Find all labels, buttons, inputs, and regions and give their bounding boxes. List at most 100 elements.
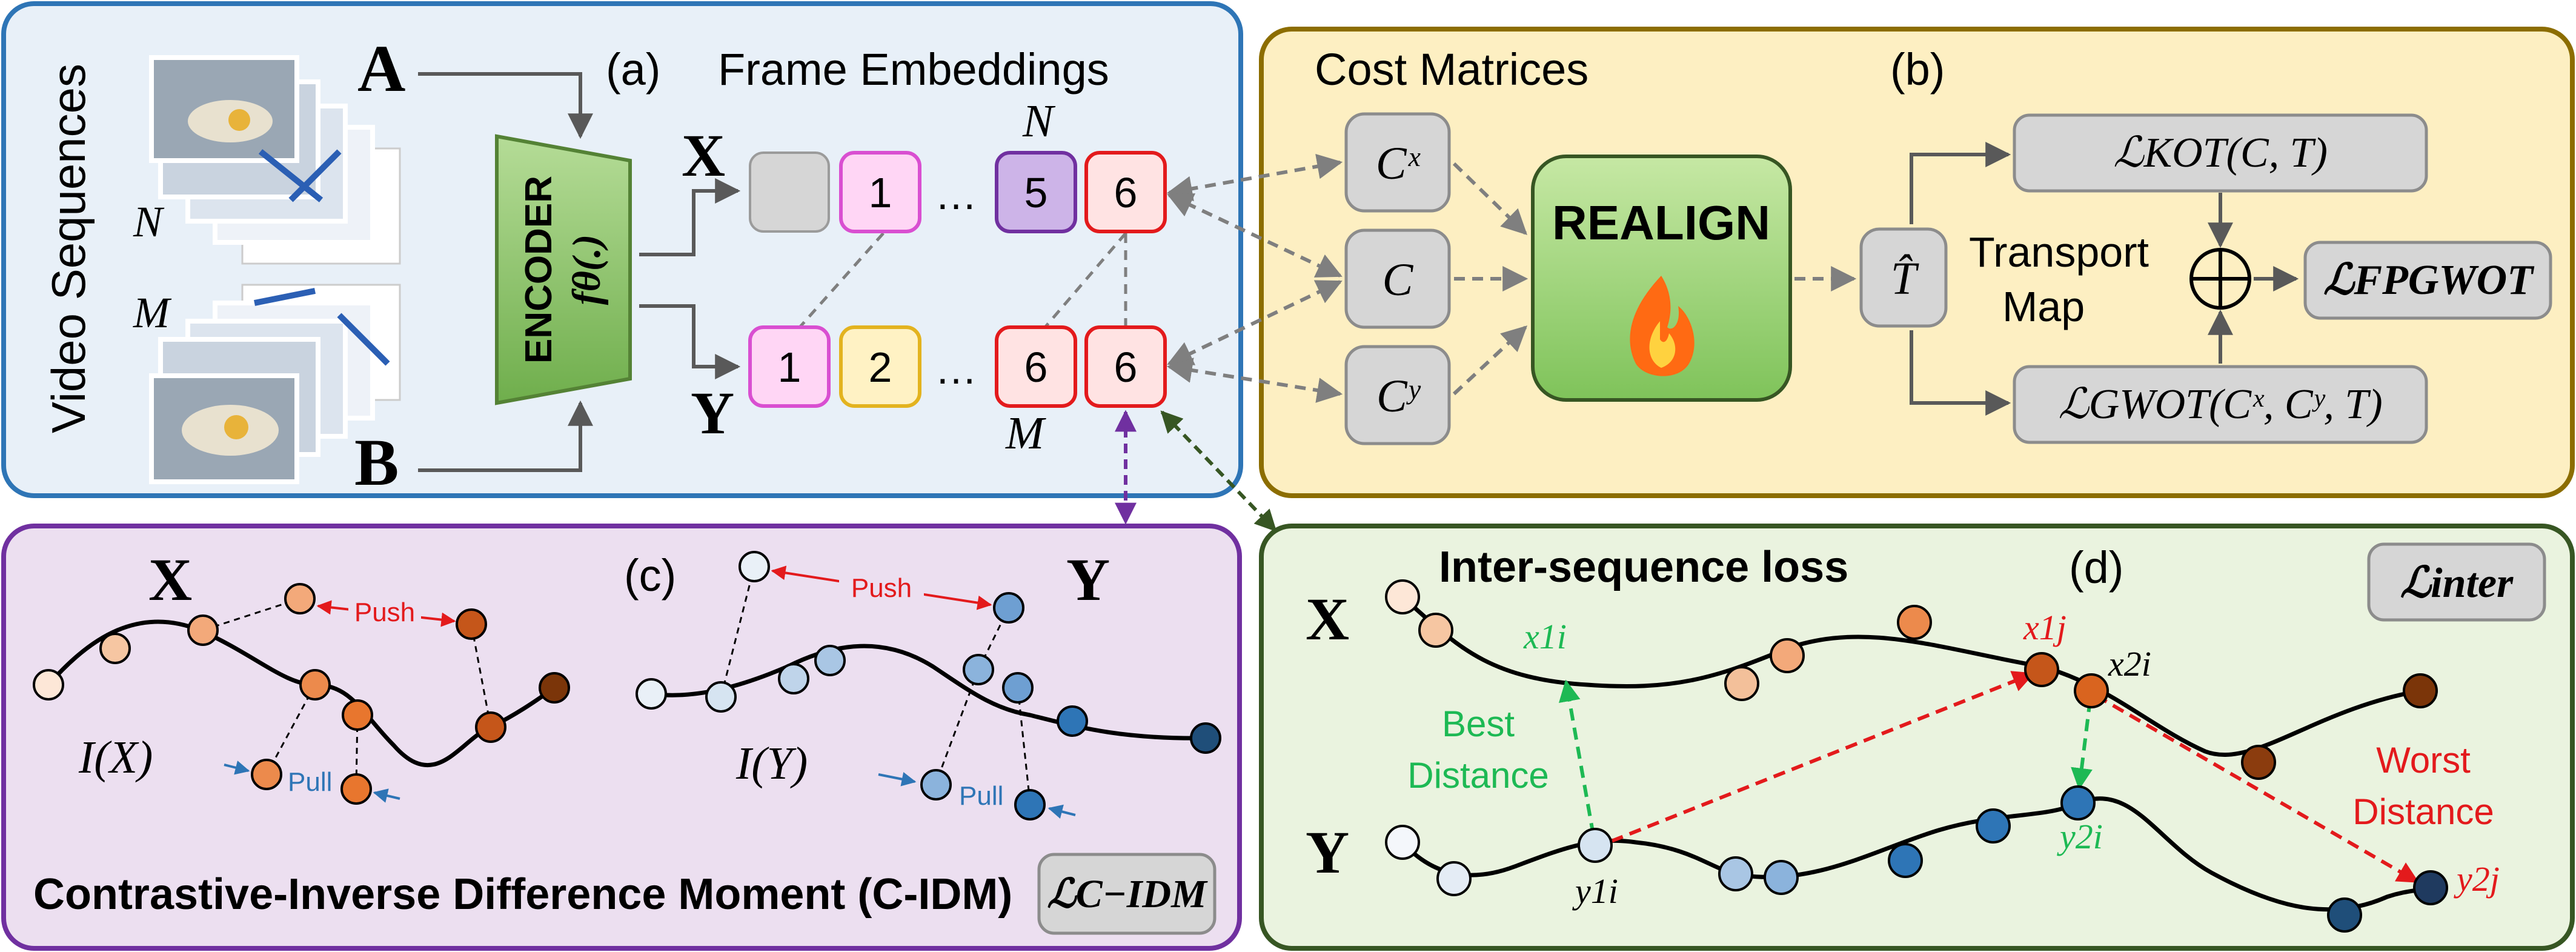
svg-text:6: 6 <box>1114 344 1138 391</box>
y-token-6b: 6 <box>1084 325 1167 408</box>
c-y-pull-right-arrow <box>1047 804 1076 819</box>
c-x-label: X <box>148 546 192 613</box>
c-y-push-label: Push <box>851 573 912 603</box>
y-token-2: 2 <box>839 325 921 408</box>
kot-loss-box: ℒKOT(C, T) <box>2013 113 2428 193</box>
c-idm-footer: Contrastive-Inverse Difference Moment (C… <box>33 870 1012 919</box>
svg-text:ℒKOT(C, T): ℒKOT(C, T) <box>2113 130 2328 176</box>
c-y-label: Y <box>1066 546 1110 613</box>
transport-label: Transport <box>1969 228 2149 276</box>
c-x-pull-left-arrow <box>224 761 250 775</box>
d-best-arrow-b <box>2071 699 2093 790</box>
count-n-label: N <box>133 198 165 246</box>
c-y-pull-left-arrow <box>878 771 917 787</box>
x-token-blank <box>749 151 830 233</box>
align-x6-y6a <box>1044 232 1127 328</box>
c-y-pull-label: Pull <box>959 781 1003 811</box>
arrow-encoder-to-y <box>639 304 741 379</box>
c-x-pull-right-arrow <box>373 788 400 803</box>
arrow-that-gwot <box>1910 330 2011 416</box>
svg-text:6: 6 <box>1024 344 1048 391</box>
realign-block: REALIGN <box>1531 155 1792 402</box>
x-ellipsis: … <box>935 171 977 218</box>
x-token-5: 5 <box>995 151 1077 233</box>
d-x-curve <box>1401 595 2421 757</box>
svg-text:1: 1 <box>778 344 802 391</box>
n-label: N <box>1022 96 1056 147</box>
d-worst-arrow-a <box>1610 671 2035 843</box>
y-token-1: 1 <box>748 325 831 408</box>
arrow-cy-realign <box>1452 325 1528 396</box>
svg-text:ℒFPGWOT: ℒFPGWOT <box>2323 257 2535 304</box>
d-worst-arrow-b <box>2095 694 2420 884</box>
t-hat-label: T̂ <box>1891 253 1919 304</box>
panel-d-letter: (d) <box>2069 542 2123 593</box>
d-worst-label-1: Worst <box>2376 740 2471 781</box>
d-best-label-2: Distance <box>1407 755 1549 796</box>
d-y1i-label: y1i <box>1572 871 1618 911</box>
svg-text:C: C <box>1383 255 1414 305</box>
arrow-a-to-encoder <box>418 72 593 139</box>
d-best-arrow-a <box>1558 679 1595 836</box>
link-y6-c <box>1167 280 1343 365</box>
gwot-loss-box: ℒGWOT(Cˣ, Cʸ, T) <box>2013 365 2428 444</box>
svg-text:2: 2 <box>869 344 892 391</box>
d-x1i-label: x1i <box>1523 617 1567 656</box>
fire-icon <box>1630 276 1695 376</box>
video-b-frames <box>149 284 401 484</box>
y-token-6a: 6 <box>995 325 1077 408</box>
d-y-label: Y <box>1306 819 1349 886</box>
arrow-a-to-d <box>1160 410 1277 532</box>
arrow-cx-realign <box>1452 162 1528 235</box>
link-x6-cx <box>1166 153 1343 202</box>
c-x-push-label: Push <box>354 597 415 627</box>
c-x-link-4 <box>470 624 492 728</box>
fpgwot-loss-box: ℒFPGWOT <box>2303 241 2552 320</box>
svg-text:5: 5 <box>1024 169 1048 216</box>
count-m-label: M <box>133 288 172 337</box>
x-token-1: 1 <box>839 151 921 233</box>
c-y-nodes <box>636 551 1221 821</box>
c-x-nodes <box>33 583 570 805</box>
video-b-label: B <box>354 425 399 499</box>
svg-text:Cˣ: Cˣ <box>1376 138 1421 189</box>
align-x1-y1 <box>798 232 885 328</box>
video-sequences-label: Video Sequences <box>42 64 95 433</box>
c-ix-label: I(X) <box>78 732 153 783</box>
encoder-block <box>495 134 632 405</box>
c-y-link-1 <box>720 566 755 697</box>
frame-embeddings-title: Frame Embeddings <box>718 44 1109 95</box>
c-y-link-3 <box>935 669 980 784</box>
d-y2j-label: y2j <box>2454 859 2500 899</box>
d-y-curve <box>1401 796 2431 912</box>
cost-box-cy: Cʸ <box>1344 345 1451 445</box>
d-x-label: X <box>1306 585 1349 653</box>
d-worst-label-2: Distance <box>2352 791 2494 832</box>
sequence-y-label: Y <box>691 379 734 447</box>
arrow-b-to-encoder <box>418 400 593 472</box>
d-y-nodes <box>1385 785 2448 933</box>
c-idm-loss-box: ℒC−IDM <box>1037 853 1217 935</box>
c-x-pull-label: Pull <box>288 767 332 797</box>
cost-box-c: C <box>1344 228 1451 329</box>
realign-label: REALIGN <box>1552 196 1770 250</box>
d-x-nodes <box>1385 579 2438 780</box>
video-a-frames <box>149 55 401 265</box>
transport-node: T̂ <box>1859 227 1948 328</box>
c-iy-label: I(Y) <box>735 738 808 789</box>
panel-d: Inter-sequence loss (d) ℒinter X Y <box>1259 524 2575 951</box>
y-ellipsis: … <box>935 345 977 393</box>
d-best-label-1: Best <box>1442 704 1515 744</box>
encoder-label: ENCODER <box>518 176 560 364</box>
arrow-encoder-to-x <box>639 178 741 256</box>
video-a-label: A <box>357 32 405 105</box>
link-y6-cy <box>1166 358 1343 403</box>
inter-loss-box: ℒinter <box>2367 542 2546 622</box>
panel-c: (c) X Y Push Pull I(X) <box>1 524 1242 951</box>
panel-c-letter: (c) <box>624 550 676 601</box>
d-x2i-label: x2i <box>2108 644 2151 684</box>
svg-text:ℒC−IDM: ℒC−IDM <box>1047 872 1208 916</box>
encoder-function-label: fθ(.) <box>565 235 609 305</box>
svg-text:Cʸ: Cʸ <box>1376 371 1421 422</box>
